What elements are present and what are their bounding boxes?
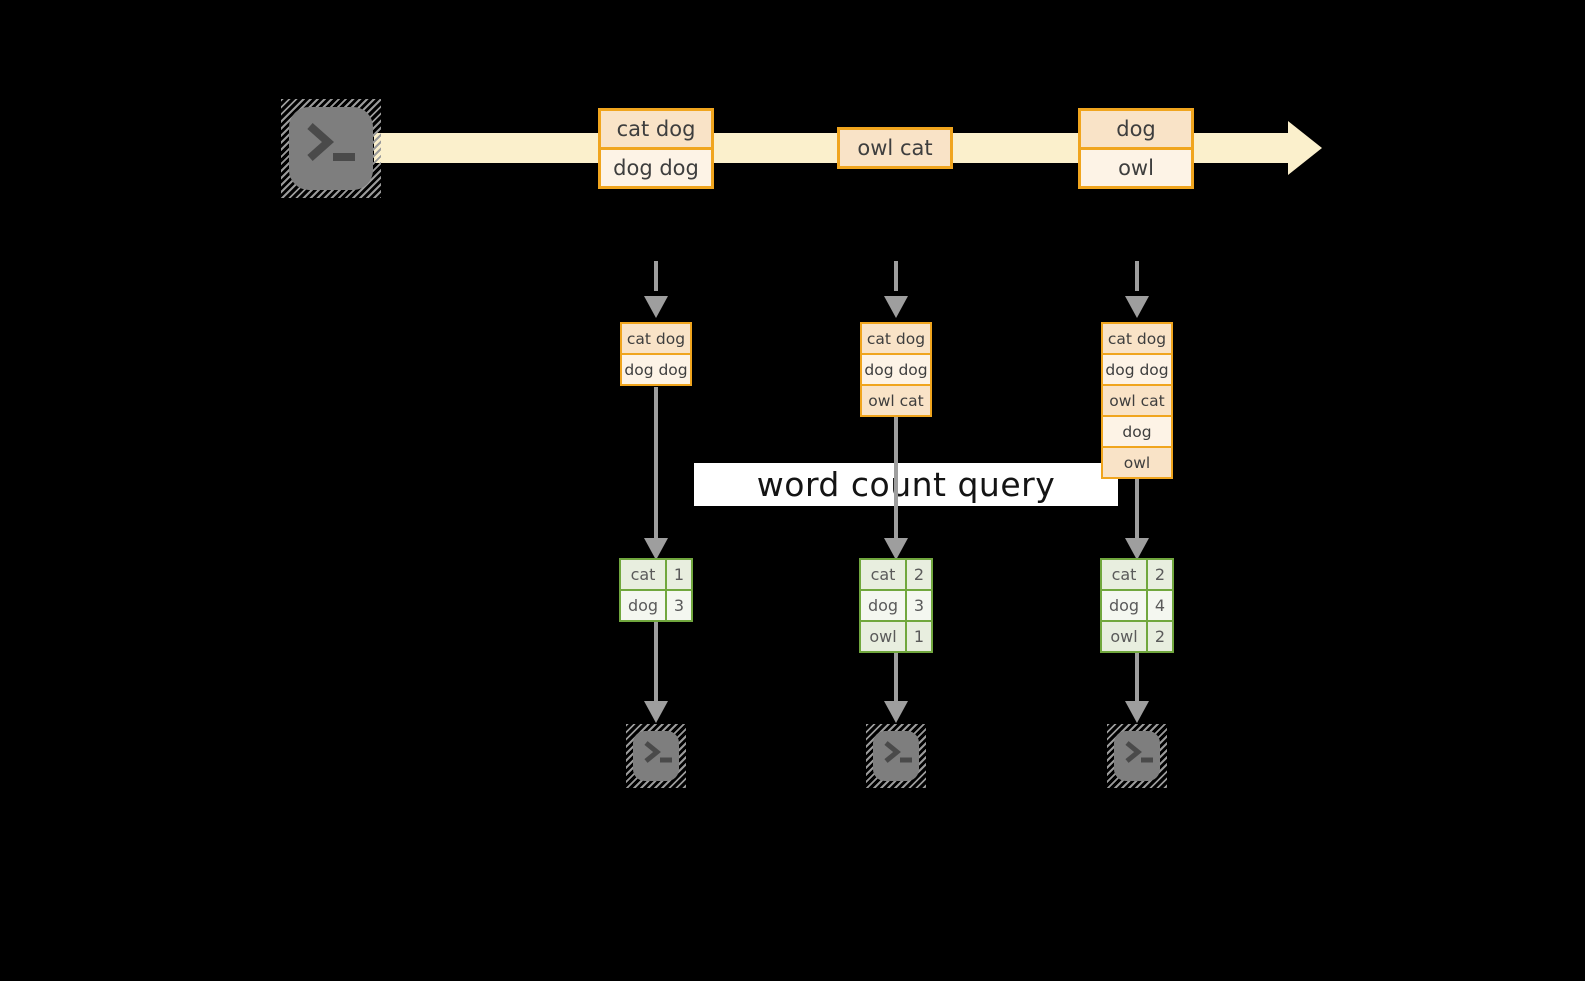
terminal-icon <box>866 724 926 788</box>
terminal-prompt-icon <box>307 123 355 161</box>
terminal-screen <box>289 107 373 190</box>
stream-record: cat dog <box>601 111 711 147</box>
buffer-box: cat dog dog dog owl cat dog owl <box>1101 322 1173 479</box>
count-cell: 2 <box>1148 560 1172 589</box>
word-cell: dog <box>1102 591 1146 620</box>
terminal-icon <box>1107 724 1167 788</box>
flow-arrow <box>894 415 898 543</box>
flow-arrow <box>654 620 658 702</box>
word-cell: cat <box>861 560 905 589</box>
word-cell: owl <box>1102 622 1146 651</box>
flow-arrow <box>654 387 658 543</box>
flow-arrowhead <box>884 701 908 723</box>
stream-batch: cat dog dog dog <box>598 108 714 189</box>
word-count-table: cat 2 dog 3 owl 1 <box>859 558 933 653</box>
terminal-screen <box>633 731 679 781</box>
word-count-table: cat 1 dog 3 <box>619 558 693 622</box>
buffer-box: cat dog dog dog <box>620 322 692 386</box>
count-cell: 3 <box>907 591 931 620</box>
count-cell: 1 <box>907 622 931 651</box>
flow-arrowhead <box>884 538 908 560</box>
flow-arrow <box>894 651 898 702</box>
buffer-record: cat dog <box>622 324 690 353</box>
word-cell: cat <box>1102 560 1146 589</box>
buffer-record: dog dog <box>862 355 930 384</box>
stream-batch: dog owl <box>1078 108 1194 189</box>
stream-record: dog dog <box>601 150 711 186</box>
terminal-prompt-icon <box>884 741 912 763</box>
stream-arrowhead <box>1288 121 1322 175</box>
flow-arrowhead <box>1125 701 1149 723</box>
word-cell: owl <box>861 622 905 651</box>
word-cell: cat <box>621 560 665 589</box>
dashed-arrowhead <box>884 296 908 318</box>
flow-arrowhead <box>1125 538 1149 560</box>
dashed-arrowhead <box>644 296 668 318</box>
dashed-arrow <box>654 261 658 291</box>
buffer-record: owl cat <box>862 386 930 415</box>
terminal-screen <box>1114 731 1160 781</box>
count-cell: 2 <box>907 560 931 589</box>
terminal-icon <box>626 724 686 788</box>
buffer-record: owl <box>1103 448 1171 477</box>
stream-record: dog <box>1081 111 1191 147</box>
word-cell: dog <box>861 591 905 620</box>
count-cell: 3 <box>667 591 691 620</box>
dashed-arrow <box>894 261 898 291</box>
word-count-table: cat 2 dog 4 owl 2 <box>1100 558 1174 653</box>
buffer-box: cat dog dog dog owl cat <box>860 322 932 417</box>
count-cell: 1 <box>667 560 691 589</box>
dashed-arrowhead <box>1125 296 1149 318</box>
terminal-prompt-icon <box>644 741 672 763</box>
flow-arrowhead <box>644 701 668 723</box>
flow-arrow <box>1135 651 1139 702</box>
terminal-screen <box>873 731 919 781</box>
stream-batch: owl cat <box>837 127 953 169</box>
terminal-prompt-icon <box>1125 741 1153 763</box>
buffer-record: dog dog <box>622 355 690 384</box>
count-cell: 4 <box>1148 591 1172 620</box>
flow-arrow <box>1135 478 1139 543</box>
count-cell: 2 <box>1148 622 1172 651</box>
terminal-icon <box>281 99 381 198</box>
buffer-record: dog dog <box>1103 355 1171 384</box>
buffer-record: dog <box>1103 417 1171 446</box>
buffer-record: cat dog <box>1103 324 1171 353</box>
word-cell: dog <box>621 591 665 620</box>
buffer-record: cat dog <box>862 324 930 353</box>
dashed-arrow <box>1135 261 1139 291</box>
buffer-record: owl cat <box>1103 386 1171 415</box>
query-label: word count query <box>694 463 1118 506</box>
stream-record: owl <box>1081 150 1191 186</box>
stream-record: owl cat <box>840 130 950 166</box>
flow-arrowhead <box>644 538 668 560</box>
